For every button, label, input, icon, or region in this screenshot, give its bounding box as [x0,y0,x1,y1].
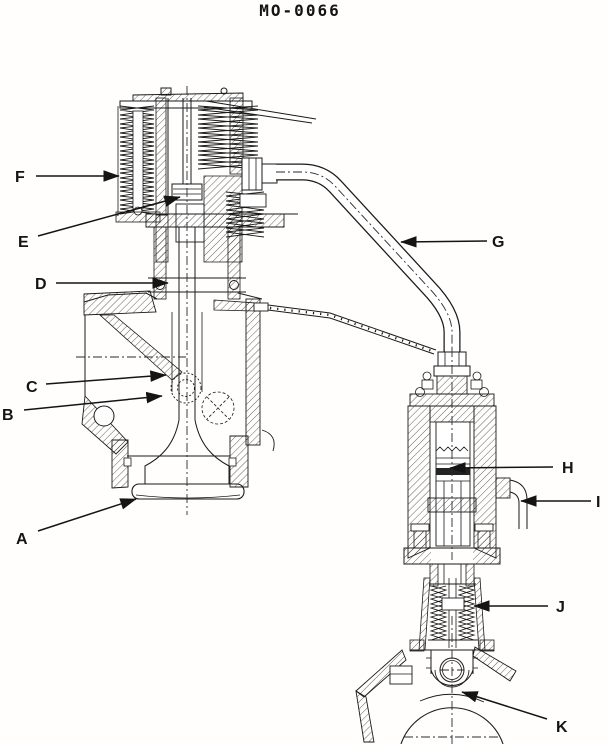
callout-b-label: B [2,407,14,424]
callout-f-label: F [15,169,25,186]
callout-e-arrow [37,195,181,237]
callout-i-label: I [596,494,600,511]
valve-assembly-drawing [76,86,317,515]
callout-b-arrow [23,391,163,411]
control-rod-drawing [253,302,437,355]
callout-k-label: K [556,719,568,736]
callout-e-label: E [18,234,29,251]
callout-k-arrow [461,691,548,720]
callout-c-arrow [45,370,167,385]
callout-a-label: A [16,531,28,548]
callout-g-label: G [492,234,504,251]
callout-d-label: D [35,276,47,293]
callout-a-arrow [37,498,137,532]
connecting-tube-drawing [276,163,461,360]
callout-h-label: H [562,460,574,477]
callout-j-label: J [556,599,565,616]
figure-number: MO-0066 [259,1,340,20]
callout-h-arrow [449,462,554,474]
callouts: A B C D E F G H I J K [2,169,600,736]
callout-c-label: C [26,379,38,396]
pump-assembly-drawing [355,348,528,744]
callout-g-arrow [400,236,488,248]
